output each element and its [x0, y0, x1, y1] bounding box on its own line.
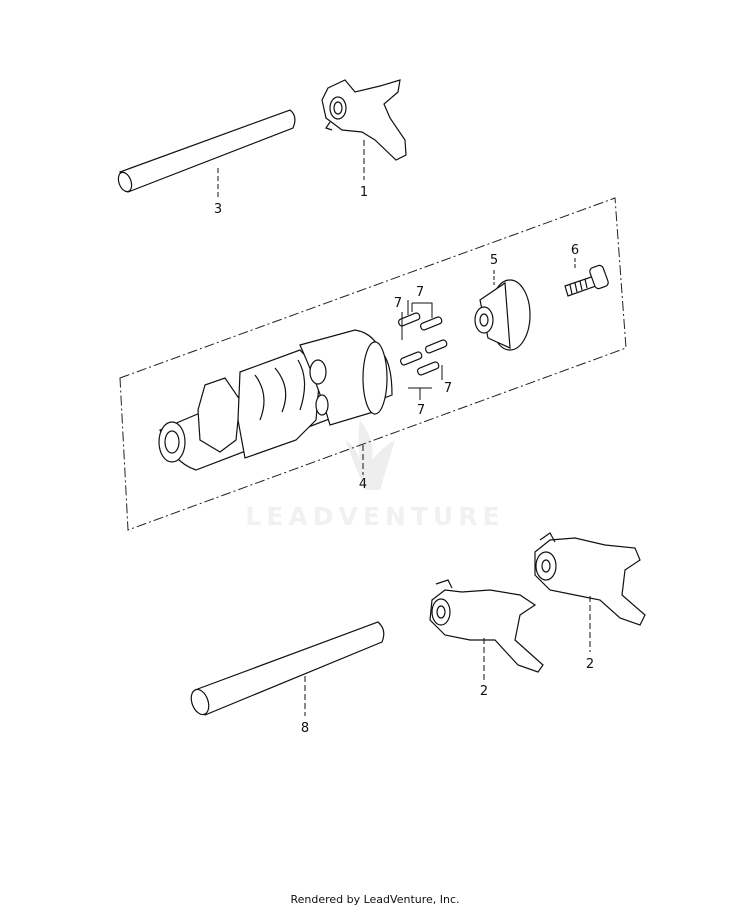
part-7-pins[interactable] — [397, 300, 448, 400]
callout-5: 5 — [490, 253, 498, 268]
callout-4: 4 — [359, 477, 367, 492]
callout-3: 3 — [214, 202, 222, 217]
part-4-shift-drum[interactable] — [158, 329, 393, 475]
footer-credit: Rendered by LeadVenture, Inc. — [290, 893, 460, 906]
callout-6: 6 — [571, 243, 579, 258]
callout-7d: 7 — [417, 403, 425, 418]
callout-2-right: 2 — [586, 657, 594, 672]
callout-7b: 7 — [394, 296, 402, 311]
part-5-end-plate[interactable] — [474, 270, 531, 351]
part-1-shift-fork[interactable] — [321, 79, 407, 180]
watermark-text: LEADVENTURE — [245, 502, 504, 531]
callout-7c: 7 — [444, 381, 452, 396]
callout-7a: 7 — [416, 285, 424, 300]
part-3-shaft[interactable] — [116, 109, 296, 198]
callout-8: 8 — [301, 721, 309, 736]
part-6-bolt[interactable] — [564, 258, 609, 297]
callout-2-left: 2 — [480, 684, 488, 699]
watermark: LEADVENTURE — [245, 420, 504, 531]
part-2-shift-fork-left[interactable] — [429, 579, 544, 682]
assembly-frame — [119, 197, 627, 531]
part-2-shift-fork-right[interactable] — [534, 532, 646, 652]
part-8-shaft[interactable] — [188, 621, 385, 717]
watermark-logo-icon — [345, 420, 395, 490]
callout-1: 1 — [360, 185, 368, 200]
